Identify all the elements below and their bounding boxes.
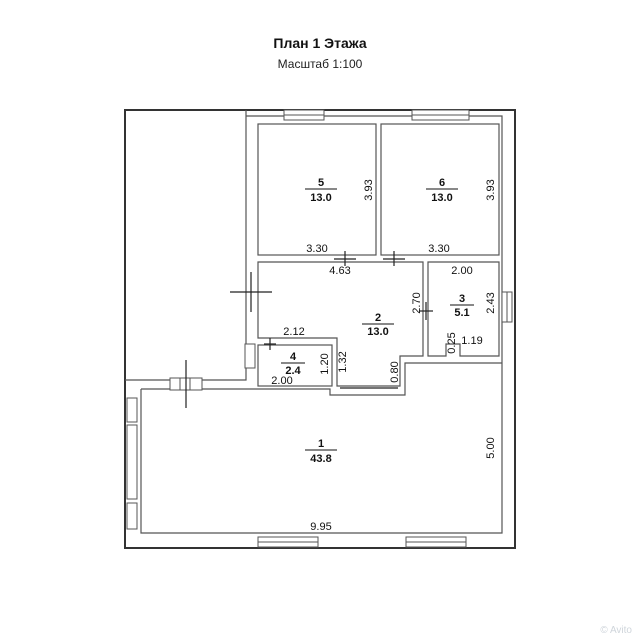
window-room4 — [244, 343, 256, 369]
room-4-area: 2.4 — [285, 365, 301, 377]
dim-room2-lower: 1.32 — [337, 351, 349, 372]
room-1-number: 1 — [318, 438, 324, 450]
dim-room6-height: 3.93 — [485, 179, 497, 200]
room-6-outline — [380, 123, 500, 256]
terrace-outline — [125, 110, 247, 381]
dim-room3-step: 0.25 — [446, 332, 458, 353]
room-4-outline — [257, 344, 333, 387]
dim-room3-bottom: 1.19 — [461, 335, 482, 347]
outer-wall — [124, 109, 516, 549]
window-left-2 — [126, 424, 138, 500]
room-3-outline — [427, 261, 500, 357]
room-1-area: 43.8 — [310, 453, 331, 465]
room-5-outline — [257, 123, 377, 256]
scale-label: Масштаб 1:100 — [277, 57, 363, 71]
dim-room3-height: 2.43 — [485, 292, 497, 313]
window-left-3 — [126, 502, 138, 530]
room-3-area: 5.1 — [454, 307, 469, 319]
room-6-area: 13.0 — [431, 192, 452, 204]
terrace-inner — [141, 362, 502, 396]
dim-room2-height: 2.70 — [411, 292, 423, 313]
dim-room4-height: 1.20 — [319, 353, 331, 374]
windows — [126, 109, 513, 548]
dim-room2-top: 4.63 — [329, 265, 350, 277]
room-2-number: 2 — [375, 312, 381, 324]
room-3-number: 3 — [459, 293, 465, 305]
dim-room2-left: 2.12 — [283, 326, 304, 338]
dim-room6-width: 3.30 — [428, 243, 449, 255]
room-5-number: 5 — [318, 177, 324, 189]
window-left-1 — [126, 397, 138, 423]
dim-room4-width: 2.00 — [271, 375, 292, 387]
dim-room5-height: 3.93 — [363, 179, 375, 200]
dim-room1-width: 9.95 — [310, 521, 331, 533]
room-4-number: 4 — [290, 351, 297, 363]
watermark: © Avito — [600, 625, 632, 636]
dim-room1-height: 5.00 — [485, 437, 497, 458]
dim-room5-width: 3.30 — [306, 243, 327, 255]
dim-room3-top: 2.00 — [451, 265, 472, 277]
room-6-number: 6 — [439, 177, 445, 189]
dim-room2-door: 0.80 — [389, 361, 401, 382]
room-2-outline — [257, 261, 424, 387]
plan-title: План 1 Этажа — [273, 35, 367, 51]
room-2-area: 13.0 — [367, 326, 388, 338]
door-markers — [185, 251, 433, 408]
room-5-area: 13.0 — [310, 192, 331, 204]
